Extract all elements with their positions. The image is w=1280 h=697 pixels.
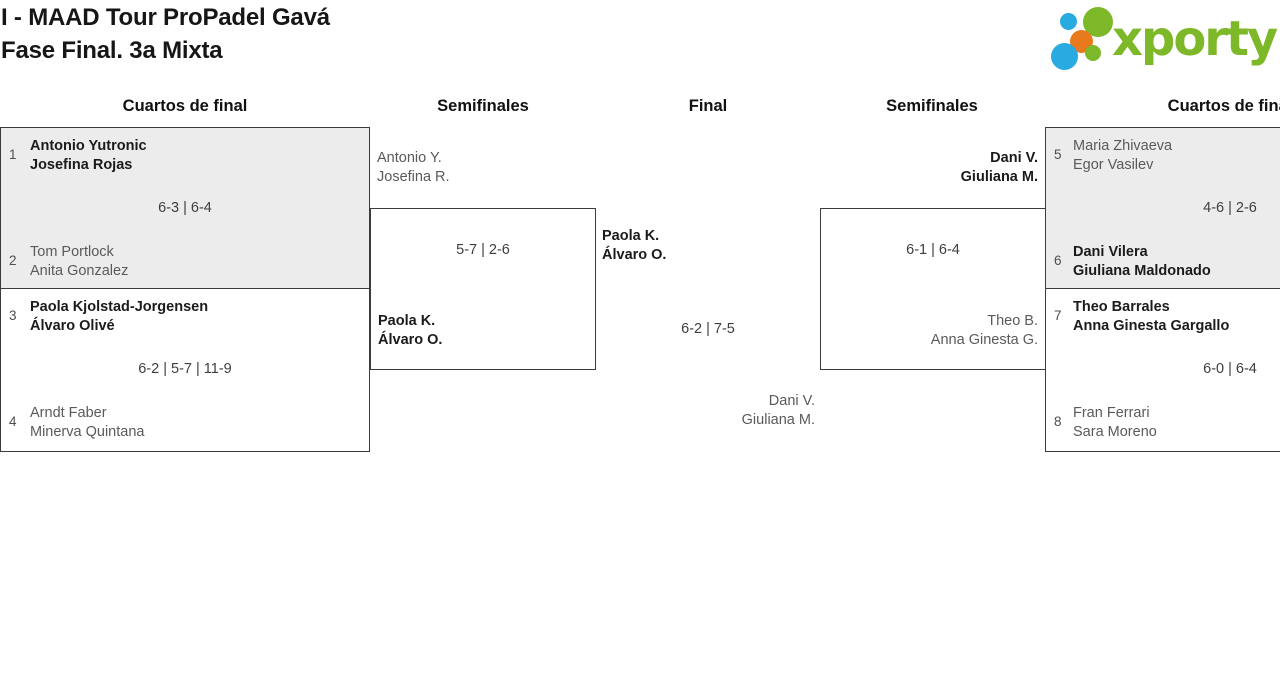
sf-left-top-team: Antonio Y. Josefina R. [377, 149, 450, 187]
seed-number: 8 [1054, 414, 1062, 429]
match-score: 6-2 | 5-7 | 11-9 [138, 361, 232, 377]
page-title: I - MAAD Tour ProPadel Gavá Fase Final. … [1, 1, 330, 67]
team-pair-loser: Tom Portlock Anita Gonzalez [30, 243, 128, 281]
player-name: Fran Ferrari [1073, 405, 1150, 421]
seed-number: 4 [9, 414, 17, 429]
player-name: Álvaro Olivé [30, 318, 115, 334]
player-name: Giuliana Maldonado [1073, 263, 1211, 279]
match-box-sf-left[interactable]: 5-7 | 2-6 Paola K. Álvaro O. [370, 208, 596, 370]
logo-dot-blue-small-icon [1060, 13, 1077, 30]
team-pair-loser: Maria Zhivaeva Egor Vasilev [1073, 137, 1172, 175]
round-header-qf-left: Cuartos de final [122, 97, 248, 115]
team-pair-winner: Paola Kjolstad-Jorgensen Álvaro Olivé [30, 298, 208, 336]
player-name: Álvaro O. [602, 247, 667, 263]
match-box-qf4[interactable]: 7 Theo Barrales Anna Ginesta Gargallo 6-… [1045, 288, 1280, 452]
player-name: Egor Vasilev [1073, 157, 1154, 173]
player-name: Paola Kjolstad-Jorgensen [30, 299, 209, 315]
player-name: Paola K. [602, 228, 660, 244]
phase-name: Fase Final. 3a Mixta [1, 37, 223, 64]
player-name: Theo Barrales [1073, 299, 1170, 315]
player-name: Giuliana M. [741, 412, 815, 428]
player-name: Antonio Yutronic [30, 138, 147, 154]
tournament-name: I - MAAD Tour ProPadel Gavá [1, 4, 330, 31]
seed-number: 5 [1054, 147, 1062, 162]
team-pair-winner: Paola K. Álvaro O. [378, 312, 442, 350]
player-name: Paola K. [378, 313, 436, 329]
xporty-wordmark: xporty [1112, 11, 1278, 67]
round-header-final: Final [688, 97, 728, 115]
team-pair-loser: Arndt Faber Minerva Quintana [30, 404, 144, 442]
match-box-qf2[interactable]: 3 Paola Kjolstad-Jorgensen Álvaro Olivé … [0, 288, 370, 452]
final-team-left: Paola K. Álvaro O. [602, 227, 666, 265]
player-name: Anita Gonzalez [30, 263, 129, 279]
team-pair-winner: Antonio Yutronic Josefina Rojas [30, 137, 147, 175]
match-box-sf-right[interactable]: 6-1 | 6-4 Theo B. Anna Ginesta G. [820, 208, 1046, 370]
team-pair-winner: Dani Vilera Giuliana Maldonado [1073, 243, 1211, 281]
player-name: Álvaro O. [378, 332, 443, 348]
round-header-qf-right: Cuartos de final [1167, 97, 1280, 115]
player-name: Sara Moreno [1073, 424, 1157, 440]
player-name: Minerva Quintana [30, 424, 145, 440]
match-score: 4-6 | 2-6 [1203, 200, 1257, 216]
seed-number: 7 [1054, 308, 1062, 323]
match-score: 5-7 | 2-6 [456, 242, 510, 258]
player-name: Dani V. [768, 393, 815, 409]
player-name: Josefina R. [377, 169, 450, 185]
player-name: Arndt Faber [30, 405, 107, 421]
player-name: Dani V. [990, 150, 1038, 166]
match-score: 6-1 | 6-4 [906, 242, 960, 258]
player-name: Tom Portlock [30, 244, 114, 260]
match-box-qf1[interactable]: 1 Antonio Yutronic Josefina Rojas 6-3 | … [0, 127, 370, 289]
seed-number: 3 [9, 308, 17, 323]
team-pair-loser: Theo B. Anna Ginesta G. [931, 312, 1038, 350]
player-name: Antonio Y. [377, 150, 442, 166]
player-name: Maria Zhivaeva [1073, 138, 1173, 154]
logo-dot-blue-big-icon [1051, 43, 1078, 70]
match-box-qf3[interactable]: 5 Maria Zhivaeva Egor Vasilev 4-6 | 2-6 … [1045, 127, 1280, 289]
match-score: 6-0 | 6-4 [1203, 361, 1257, 377]
final-score: 6-2 | 7-5 [681, 321, 735, 337]
seed-number: 2 [9, 253, 17, 268]
player-name: Giuliana M. [960, 169, 1038, 185]
player-name: Josefina Rojas [30, 157, 133, 173]
round-header-sf-left: Semifinales [437, 97, 529, 115]
match-score: 6-3 | 6-4 [158, 200, 212, 216]
seed-number: 1 [9, 147, 17, 162]
round-header-sf-right: Semifinales [886, 97, 978, 115]
team-pair-winner: Theo Barrales Anna Ginesta Gargallo [1073, 298, 1229, 336]
seed-number: 6 [1054, 253, 1062, 268]
player-name: Dani Vilera [1073, 244, 1148, 260]
player-name: Anna Ginesta Gargallo [1073, 318, 1230, 334]
sf-right-top-team: Dani V. Giuliana M. [961, 149, 1038, 187]
player-name: Theo B. [987, 313, 1038, 329]
team-pair-loser: Fran Ferrari Sara Moreno [1073, 404, 1157, 442]
xporty-logo[interactable]: xporty [1048, 5, 1280, 71]
logo-dot-green-small-icon [1085, 45, 1101, 61]
final-team-right: Dani V. Giuliana M. [742, 392, 815, 430]
player-name: Anna Ginesta G. [930, 332, 1038, 348]
